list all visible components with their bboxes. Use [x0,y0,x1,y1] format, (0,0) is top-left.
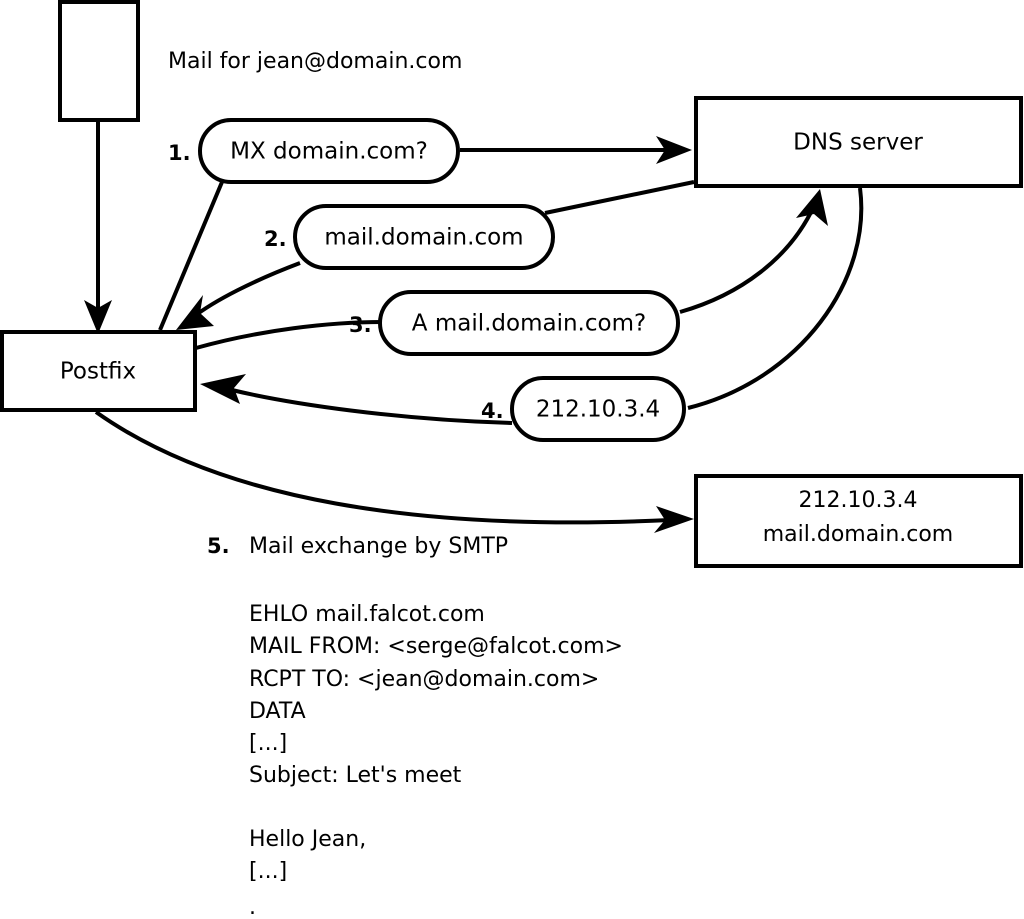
bubble-step-2-label: mail.domain.com [324,225,523,251]
edge-step3-postfix-to-bubble [195,320,383,350]
bubble-step-2[interactable]: mail.domain.com [293,204,555,270]
node-inbox[interactable] [58,0,140,122]
bubble-step-1[interactable]: MX domain.com? [198,118,460,184]
step-number-2: 2. [264,227,287,251]
smtp-line-4: [...] [249,731,287,756]
bubble-step-4-label: 212.10.3.4 [536,397,660,423]
edge-step4-bubble-to-postfix [200,374,513,425]
step-number-3: 3. [349,313,372,337]
edge-step1-bubble-to-dns [460,136,692,164]
smtp-line-3: DATA [249,699,306,724]
smtp-line-7: Hello Jean, [249,827,366,852]
smtp-line-9: . [249,895,256,919]
node-dns-server[interactable]: DNS server [694,96,1023,188]
node-postfix-label: Postfix [60,359,136,385]
edge-step1-postfix-to-bubble [158,181,224,331]
bubble-step-3[interactable]: A mail.domain.com? [378,290,680,356]
edge-step5-postfix-to-mailserver [94,410,694,533]
node-dns-server-label: DNS server [793,130,923,156]
edge-step2-dns-to-bubble [544,180,695,215]
smtp-transcript: EHLO mail.falcot.com MAIL FROM: <serge@f… [249,602,623,919]
bubble-step-1-label: MX domain.com? [230,139,428,165]
edge-step2-bubble-to-postfix [176,261,301,330]
bubble-step-4[interactable]: 212.10.3.4 [510,376,686,442]
caption-mail-for: Mail for jean@domain.com [168,49,462,74]
node-mail-server[interactable]: 212.10.3.4 mail.domain.com [694,474,1023,568]
step-number-1: 1. [168,141,191,165]
edge-inbox-to-postfix [84,120,112,334]
smtp-line-8: [...] [249,859,287,884]
smtp-line-2: RCPT TO: <jean@domain.com> [249,667,599,692]
edge-step3-bubble-to-dns [679,189,828,314]
bubble-step-3-label: A mail.domain.com? [412,311,646,337]
smtp-line-5: Subject: Let's meet [249,763,462,788]
smtp-line-0: EHLO mail.falcot.com [249,602,485,627]
step-number-4: 4. [481,399,504,423]
smtp-line-1: MAIL FROM: <serge@falcot.com> [249,634,623,659]
node-postfix[interactable]: Postfix [0,330,197,412]
node-mail-server-host: mail.domain.com [763,522,954,547]
edge-step4-dns-to-bubble [687,187,864,410]
step-5-label: Mail exchange by SMTP [249,534,508,559]
node-mail-server-ip: 212.10.3.4 [799,488,918,513]
step-number-5: 5. [207,534,230,558]
